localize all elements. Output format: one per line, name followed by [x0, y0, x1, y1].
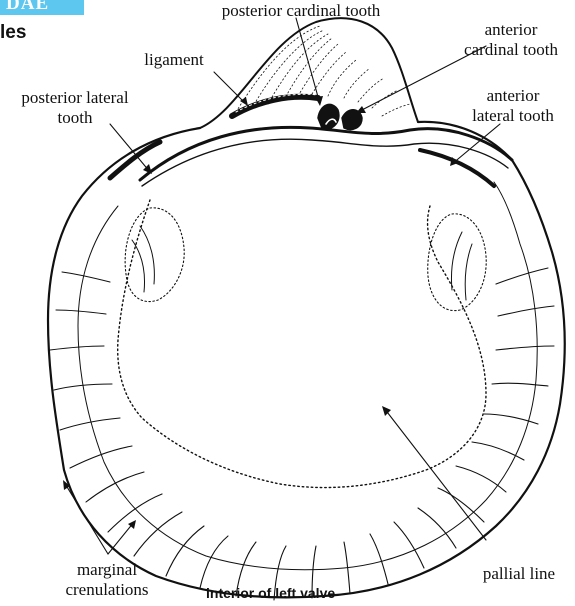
anterior-adductor-scar	[428, 214, 486, 311]
valve-inner-rim	[78, 182, 537, 570]
umbo-outline	[200, 18, 418, 128]
label-posterior-lateral-tooth: posterior lateral tooth	[0, 88, 150, 128]
posterior-adductor-scar	[125, 208, 184, 302]
label-pallial-line: pallial line	[464, 564, 574, 584]
pallial-line	[118, 200, 486, 488]
marginal-crenulations	[50, 268, 554, 600]
figure-caption: interior of left valve	[206, 585, 335, 601]
label-anterior-lateral-tooth: anterior lateral tooth	[458, 86, 568, 126]
label-posterior-cardinal-tooth: posterior cardinal tooth	[196, 1, 406, 21]
label-marginal-crenulations: marginal crenulations	[52, 560, 162, 600]
label-ligament: ligament	[124, 50, 224, 70]
leader-arrowheads	[63, 96, 458, 529]
label-anterior-cardinal-tooth: anterior cardinal tooth	[448, 20, 574, 60]
anterior-lateral-tooth	[420, 150, 494, 186]
hinge-plate	[140, 127, 512, 180]
posterior-cardinal-tooth	[318, 104, 339, 128]
valve-outer-margin	[48, 122, 565, 598]
